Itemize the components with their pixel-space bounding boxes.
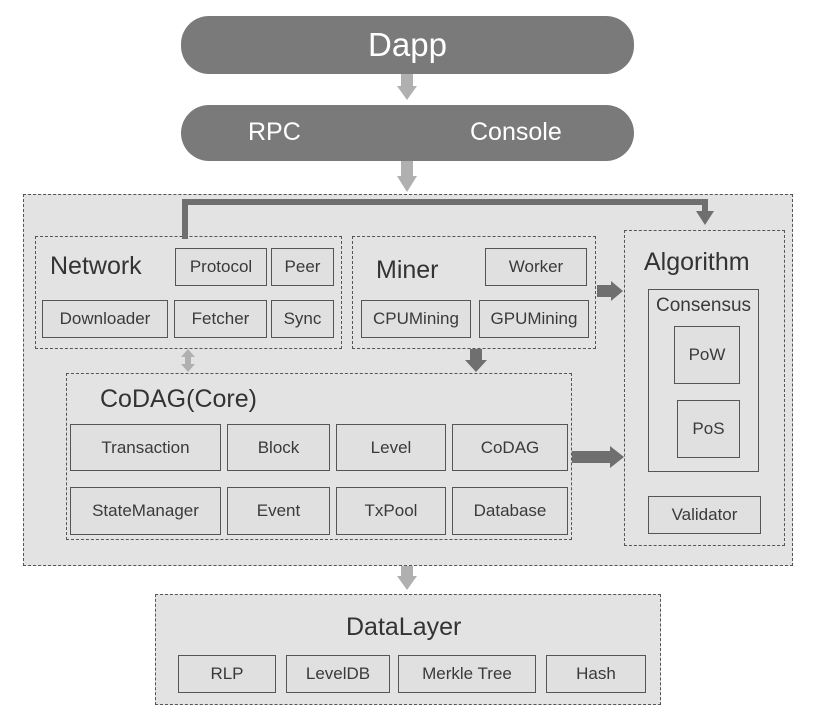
arrow-miner-to-core xyxy=(465,349,487,372)
console-label: Console xyxy=(470,118,562,146)
core-group xyxy=(66,373,572,540)
algorithm-title: Algorithm xyxy=(644,248,750,276)
core-title: CoDAG(Core) xyxy=(100,385,257,413)
miner-group xyxy=(352,236,596,349)
arrow-miner-to-algorithm xyxy=(597,281,623,301)
datalayer-hash-box: Hash xyxy=(546,655,646,693)
validator-box: Validator xyxy=(648,496,761,534)
network-peer-box: Peer xyxy=(271,248,334,286)
miner-cpumining-box: CPUMining xyxy=(361,300,471,338)
datalayer-rlp-box: RLP xyxy=(178,655,276,693)
pow-box: PoW xyxy=(674,326,740,384)
core-txpool-box: TxPool xyxy=(336,487,446,535)
network-downloader-box: Downloader xyxy=(42,300,168,338)
datalayer-title: DataLayer xyxy=(346,613,462,641)
arrow-core-to-algorithm xyxy=(572,446,624,468)
rpc-label: RPC xyxy=(248,118,301,146)
core-transaction-box: Transaction xyxy=(70,424,221,471)
arrow-network-core-bidirectional xyxy=(181,349,195,372)
datalayer-merkletree-box: Merkle Tree xyxy=(398,655,536,693)
dapp-label: Dapp xyxy=(368,26,447,63)
arrow-node-to-datalayer xyxy=(397,566,417,590)
algorithm-group xyxy=(624,230,785,546)
consensus-title: Consensus xyxy=(656,295,752,316)
core-codag-box: CoDAG xyxy=(452,424,568,471)
network-fetcher-box: Fetcher xyxy=(174,300,267,338)
network-title: Network xyxy=(50,252,142,280)
arrow-network-to-algorithm xyxy=(182,199,714,239)
core-level-box: Level xyxy=(336,424,446,471)
dapp-layer: Dapp xyxy=(181,16,634,74)
arrow-dapp-to-rpc xyxy=(397,74,417,100)
core-statemanager-box: StateManager xyxy=(70,487,221,535)
arrow-rpc-to-node xyxy=(397,161,417,192)
network-sync-box: Sync xyxy=(271,300,334,338)
network-group xyxy=(35,236,342,349)
core-database-box: Database xyxy=(452,487,568,535)
consensus-group xyxy=(648,289,759,472)
network-protocol-box: Protocol xyxy=(175,248,267,286)
core-event-box: Event xyxy=(227,487,330,535)
miner-gpumining-box: GPUMining xyxy=(479,300,589,338)
rpc-console-layer: RPC Console xyxy=(181,105,634,161)
core-block-box: Block xyxy=(227,424,330,471)
miner-worker-box: Worker xyxy=(485,248,587,286)
datalayer-leveldb-box: LevelDB xyxy=(286,655,390,693)
miner-title: Miner xyxy=(376,256,439,284)
pos-box: PoS xyxy=(677,400,740,458)
